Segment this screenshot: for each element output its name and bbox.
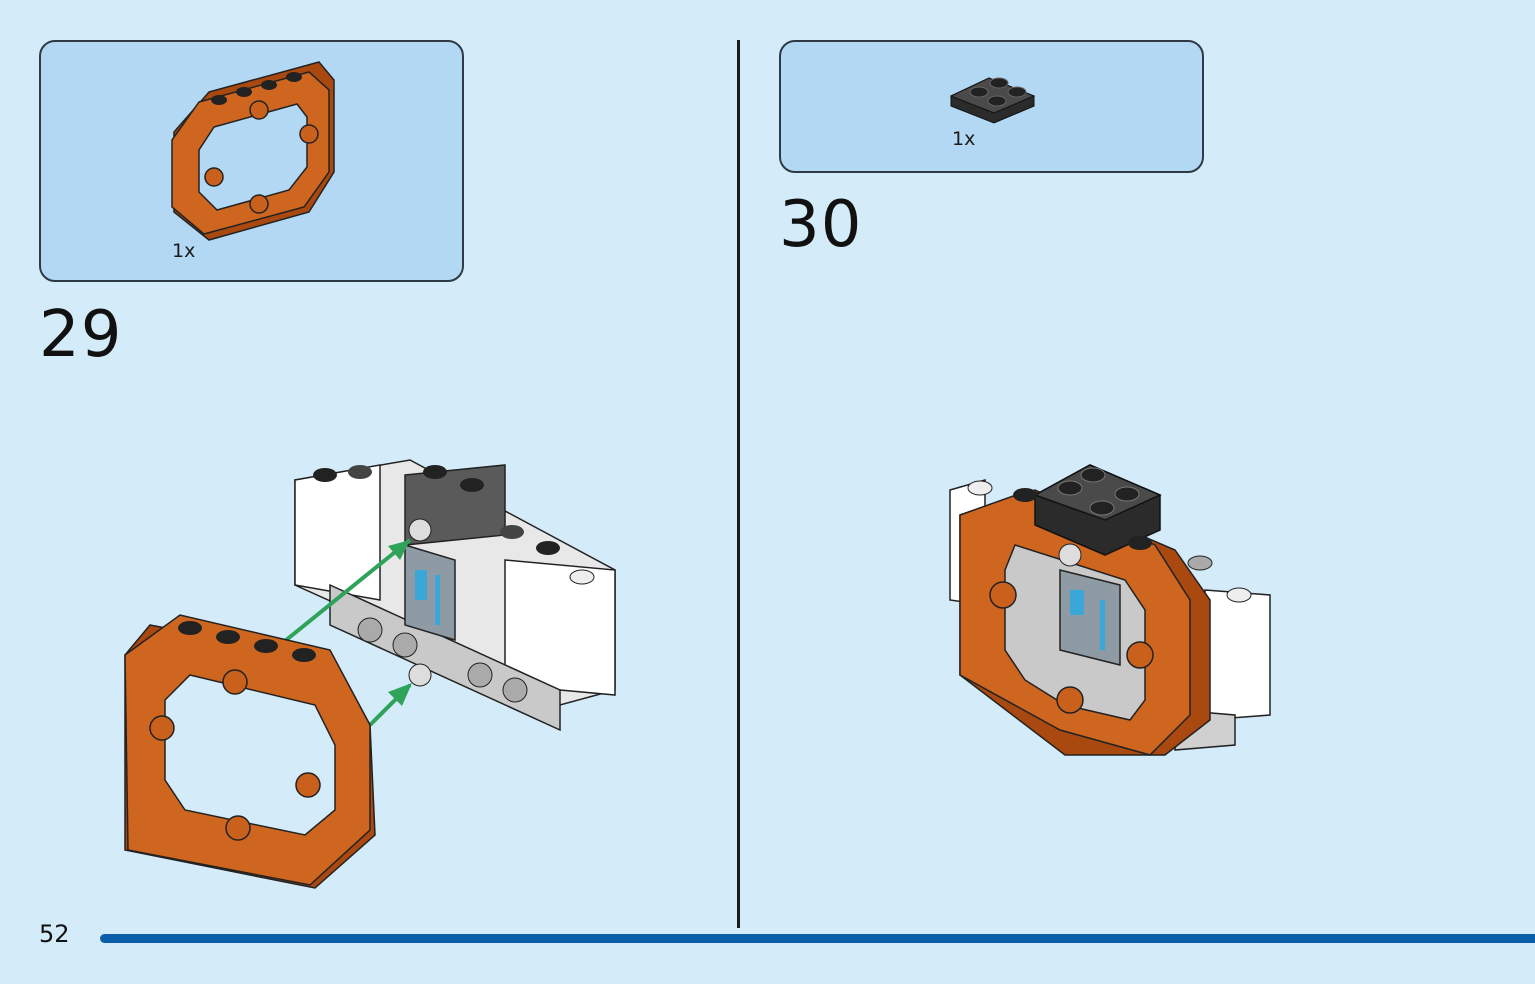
black-plate-part-icon	[949, 77, 1036, 124]
parts-callout-step-29: 1x	[39, 40, 464, 282]
progress-bar	[100, 934, 1535, 943]
step-number: 30	[779, 188, 863, 262]
step-number: 29	[39, 298, 123, 372]
parts-callout-step-30: 1x	[779, 40, 1204, 173]
step-divider	[737, 40, 740, 928]
page-number: 52	[39, 920, 70, 948]
step-30-assembly-illustration	[949, 464, 1271, 756]
orange-frame-part-icon	[171, 61, 335, 241]
step-29-assembly-illustration	[124, 459, 616, 889]
part-quantity-label: 1x	[172, 240, 196, 262]
part-quantity-label: 1x	[952, 128, 976, 150]
